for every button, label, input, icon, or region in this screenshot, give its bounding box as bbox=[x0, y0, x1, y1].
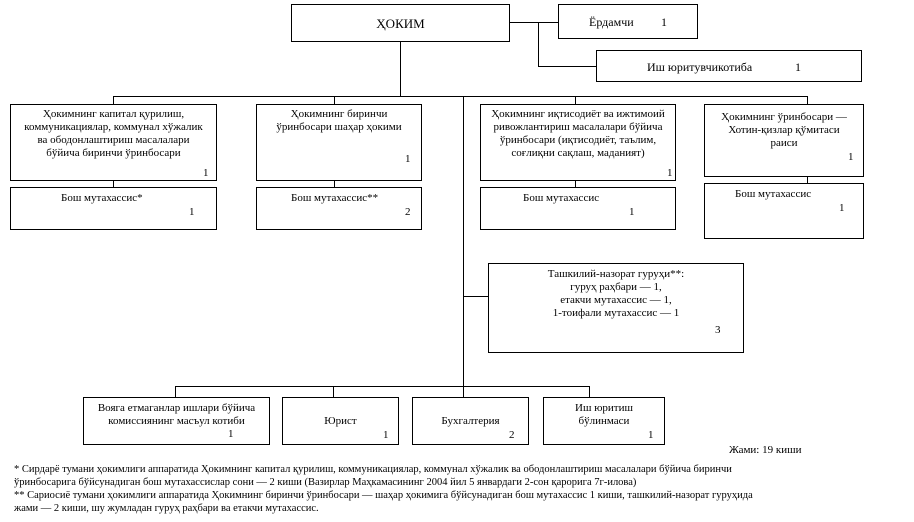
connector bbox=[333, 386, 334, 397]
deputy-box: Ҳокимнинг иқтисодиёт ва ижтимоий ривожла… bbox=[480, 104, 676, 181]
chief-specialist-label: Бош мутахассис** bbox=[291, 192, 379, 204]
clerk-label: Иш юритувчикотиба bbox=[647, 60, 753, 74]
chief-specialist-box: Бош мутахассис 1 bbox=[704, 183, 864, 239]
deputy-count: 1 bbox=[405, 153, 411, 165]
deputy-title: Ҳокимнинг иқтисодиёт ва ижтимоий ривожла… bbox=[491, 108, 665, 159]
chief-specialist-count: 2 bbox=[405, 206, 411, 218]
chief-specialist-count: 1 bbox=[629, 206, 635, 218]
bottom-unit-count: 1 bbox=[383, 429, 389, 441]
connector bbox=[463, 386, 464, 397]
connector bbox=[538, 22, 539, 66]
bottom-unit-label: Юрист bbox=[324, 415, 357, 427]
bottom-unit-label: Иш юритиш бўлинмаси bbox=[575, 402, 633, 427]
chief-specialist-label: Бош мутахассис bbox=[735, 188, 812, 200]
deputy-count: 1 bbox=[203, 167, 209, 179]
deputy-count: 1 bbox=[848, 151, 854, 163]
connector bbox=[334, 181, 335, 187]
chief-specialist-box: Бош мутахассис 1 bbox=[480, 187, 676, 230]
clerk-box: Иш юритувчикотиба 1 bbox=[596, 50, 862, 82]
deputy-title: Ҳокимнинг ўринбосари — Хотин-қизлар қўми… bbox=[721, 111, 847, 149]
total-count: Жами: 19 киши bbox=[729, 444, 802, 456]
connector bbox=[400, 42, 401, 96]
control-group-box: Ташкилий-назорат гуруҳи**: гуруҳ раҳбари… bbox=[488, 263, 744, 353]
deputy-box: Ҳокимнинг биринчи ўринбосари шаҳар ҳоким… bbox=[256, 104, 422, 181]
connector bbox=[463, 296, 488, 297]
footnote-2-cont: жами — 2 киши, шу жумладан гуруҳ раҳбари… bbox=[14, 503, 319, 514]
connector bbox=[575, 96, 576, 104]
chief-specialist-count: 1 bbox=[839, 202, 845, 214]
bottom-unit-label: Вояга етмаганлар ишлари бўйича комиссиян… bbox=[97, 402, 256, 427]
bottom-unit-count: 2 bbox=[509, 429, 515, 441]
chief-specialist-label: Бош мутахассис* bbox=[61, 192, 143, 204]
deputy-title: Ҳокимнинг капитал қурилиш, коммуникациял… bbox=[24, 108, 203, 159]
connector bbox=[589, 386, 590, 397]
deputy-box: Ҳокимнинг капитал қурилиш, коммуникациял… bbox=[10, 104, 217, 181]
connector bbox=[538, 66, 596, 67]
bottom-unit-box: Вояга етмаганлар ишлари бўйича комиссиян… bbox=[83, 397, 270, 445]
connector bbox=[113, 181, 114, 187]
assistant-count: 1 bbox=[661, 15, 667, 29]
connector bbox=[113, 96, 114, 104]
connector bbox=[334, 96, 335, 104]
deputy-count: 1 bbox=[667, 167, 673, 179]
assistant-label: Ёрдамчи bbox=[589, 15, 634, 29]
connector bbox=[113, 96, 808, 97]
footnote-1-cont: ўринбосарига бўйсунадиган бош мутахассис… bbox=[14, 477, 637, 488]
connector bbox=[510, 22, 558, 23]
head-box: ҲОКИМ bbox=[291, 4, 510, 42]
control-group-count: 3 bbox=[715, 324, 721, 336]
deputy-title: Ҳокимнинг биринчи ўринбосари шаҳар ҳоким… bbox=[276, 108, 402, 133]
connector bbox=[575, 181, 576, 187]
bottom-unit-label: Бухгалтерия bbox=[441, 415, 500, 427]
control-group-text: Ташкилий-назорат гуруҳи**: гуруҳ раҳбари… bbox=[547, 268, 685, 319]
chief-specialist-count: 1 bbox=[189, 206, 195, 218]
chief-specialist-label: Бош мутахассис bbox=[523, 192, 600, 204]
footnote-1: * Сирдарё тумани ҳокимлиги аппаратида Ҳо… bbox=[14, 464, 732, 475]
bottom-unit-box: Иш юритиш бўлинмаси 1 bbox=[543, 397, 665, 445]
chief-specialist-box: Бош мутахассис* 1 bbox=[10, 187, 217, 230]
bottom-unit-box: Юрист 1 bbox=[282, 397, 399, 445]
bottom-unit-count: 1 bbox=[228, 428, 234, 440]
connector bbox=[463, 96, 464, 386]
head-title: ҲОКИМ bbox=[376, 16, 425, 31]
assistant-box: Ёрдамчи 1 bbox=[558, 4, 698, 39]
chief-specialist-box: Бош мутахассис** 2 bbox=[256, 187, 422, 230]
connector bbox=[807, 96, 808, 104]
bottom-unit-count: 1 bbox=[648, 429, 654, 441]
bottom-unit-box: Бухгалтерия 2 bbox=[412, 397, 529, 445]
connector bbox=[175, 386, 590, 387]
connector bbox=[807, 177, 808, 183]
deputy-box: Ҳокимнинг ўринбосари — Хотин-қизлар қўми… bbox=[704, 104, 864, 177]
clerk-count: 1 bbox=[795, 60, 801, 74]
connector bbox=[175, 386, 176, 397]
footnote-2: ** Сариосиё тумани ҳокимлиги аппаратида … bbox=[14, 490, 753, 501]
